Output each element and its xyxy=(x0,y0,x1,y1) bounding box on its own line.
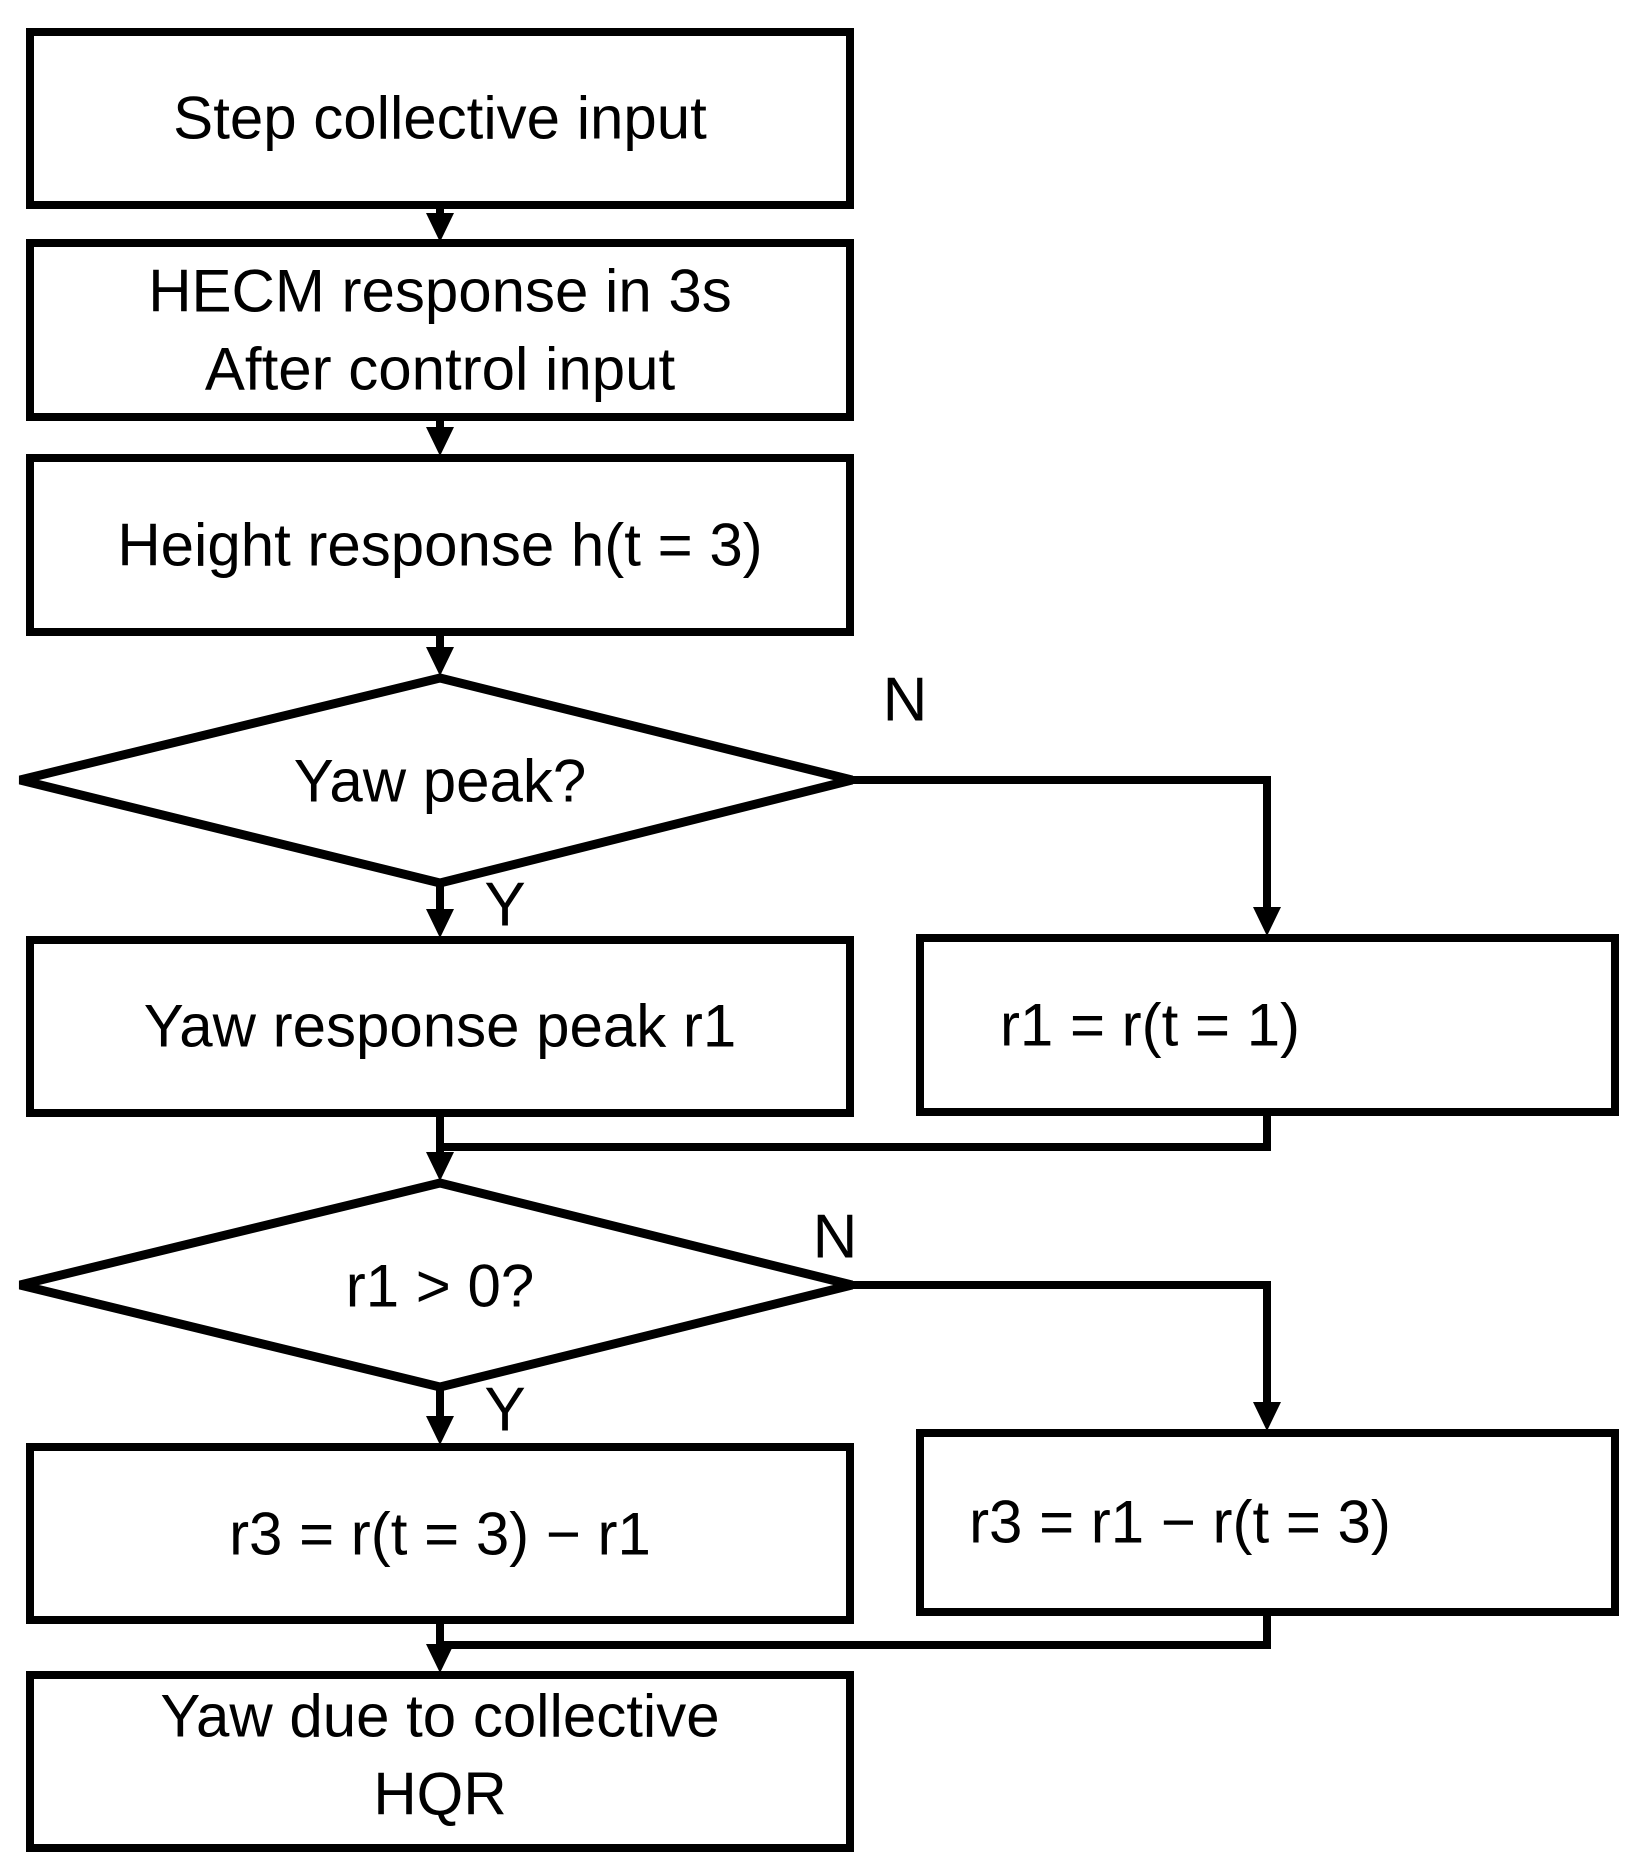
arrowhead-r1decision-no xyxy=(1253,1402,1281,1431)
node-height-response: Height response h(t = 3) xyxy=(26,454,854,636)
node-label-line1: HECM response in 3s xyxy=(148,258,732,325)
process-box xyxy=(26,239,854,421)
process-box xyxy=(916,1429,1619,1616)
process-box xyxy=(26,1443,854,1624)
decision-diamond xyxy=(18,1178,854,1392)
branch-label-no: N xyxy=(813,1203,858,1272)
decision-label: r1 > 0? xyxy=(346,1253,534,1320)
edge-yawpeak-no xyxy=(852,776,1271,910)
process-box xyxy=(26,1671,854,1852)
node-r1-from-t1: r1 = r(t = 1) xyxy=(916,934,1619,1116)
process-box xyxy=(26,454,854,636)
branch-label-no: N xyxy=(883,666,928,735)
arrowhead-r1decision-yes xyxy=(426,1416,454,1445)
node-r3-negative-case: r3 = r1 − r(t = 3) xyxy=(916,1429,1619,1616)
arrowhead-yawpeak-yes xyxy=(426,909,454,938)
edge-r3neg-merge xyxy=(440,1612,1271,1649)
decision-label: Yaw peak? xyxy=(294,748,586,815)
decision-yaw-peak: Yaw peak? xyxy=(18,673,854,888)
branch-label-yes: Y xyxy=(484,871,525,940)
node-label: Height response h(t = 3) xyxy=(117,512,762,579)
node-label-line1: Yaw due to collective xyxy=(160,1683,719,1750)
node-r3-positive-case: r3 = r(t = 3) − r1 xyxy=(26,1443,854,1624)
branch-label-yes: Y xyxy=(484,1376,525,1445)
node-yaw-response-peak: Yaw response peak r1 xyxy=(26,936,854,1117)
node-label: r3 = r(t = 3) − r1 xyxy=(229,1501,651,1568)
arrowhead-hecm-to-height xyxy=(426,427,454,456)
flow-edges xyxy=(426,205,1281,1673)
arrowhead-yawpeak-no xyxy=(1253,907,1281,936)
arrowhead-peak-to-r1decision xyxy=(426,1152,454,1181)
edge-r1decision-no xyxy=(852,1281,1271,1405)
node-label: Yaw response peak r1 xyxy=(144,993,737,1060)
process-box xyxy=(26,28,854,209)
arrowhead-step-to-hecm xyxy=(426,213,454,242)
node-step-collective-input: Step collective input xyxy=(26,28,854,209)
node-label: Step collective input xyxy=(173,85,707,152)
node-label-line2: HQR xyxy=(373,1761,506,1828)
node-label: r1 = r(t = 1) xyxy=(1000,992,1300,1059)
arrowhead-r3-to-hqr xyxy=(426,1644,454,1673)
process-box xyxy=(916,934,1619,1116)
decision-diamond xyxy=(18,673,854,888)
node-yaw-hqr-result: Yaw due to collective HQR xyxy=(26,1671,854,1852)
node-label-line2: After control input xyxy=(205,336,676,403)
edge-r1box-merge xyxy=(440,1112,1271,1151)
decision-r1-positive: r1 > 0? xyxy=(18,1178,854,1392)
node-hecm-response: HECM response in 3s After control input xyxy=(26,239,854,421)
process-box xyxy=(26,936,854,1117)
arrowhead-height-to-yawpeak xyxy=(426,647,454,676)
node-label: r3 = r1 − r(t = 3) xyxy=(969,1489,1391,1556)
